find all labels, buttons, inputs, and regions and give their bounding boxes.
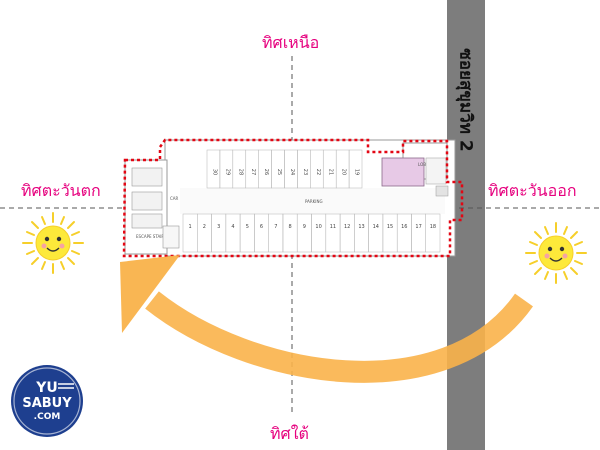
car-lift-box-1 (131, 167, 163, 187)
direction-north-label: ทิศเหนือ (262, 33, 320, 52)
parking-spot-number: 22 (315, 169, 321, 175)
car-lift-box-2 (131, 191, 163, 211)
parking-spot-number: 10 (315, 224, 321, 230)
parking-spot-number: 30 (212, 169, 218, 175)
parking-spot-number: 18 (430, 224, 436, 230)
parking-spot (348, 149, 363, 189)
parking-spot-number: 15 (387, 224, 393, 230)
parking-spot (425, 213, 441, 253)
direction-east-label: ทิศตะวันออก (488, 181, 577, 200)
stair-box (162, 225, 180, 249)
parking-spot-number: 1 (189, 224, 192, 230)
top-parking-row: 30 29 28 27 26 25 24 23 22 21 20 19 (206, 149, 363, 189)
parking-spot-number: 17 (415, 224, 421, 230)
direction-west-label: ทิศตะวันตก (21, 181, 101, 200)
stair-label: ESCAPE STAIR (136, 234, 164, 239)
parking-spot-number: 2 (203, 224, 206, 230)
parking-spot-number: 26 (263, 169, 269, 175)
lift-label: CAR LIFT (170, 196, 188, 201)
corner-block (435, 185, 449, 197)
parking-spot-number: 7 (274, 224, 277, 230)
sun-path-arrow (120, 255, 533, 383)
parking-spot-number: 13 (358, 224, 364, 230)
parking-spot-number: 29 (224, 169, 230, 175)
logo-line-1: YU (35, 380, 58, 396)
parking-spot-number: 23 (302, 169, 308, 175)
parking-spot-number: 24 (289, 169, 295, 175)
sun-west-icon (22, 212, 84, 274)
parking-spot-number: 12 (344, 224, 350, 230)
parking-aisle (180, 188, 445, 214)
lobby-label: LOBBY (418, 162, 432, 167)
parking-spot-number: 5 (246, 224, 249, 230)
aisle-label: PARKING (305, 199, 323, 204)
lobby-room (381, 157, 425, 187)
parking-spot-number: 21 (328, 169, 334, 175)
parking-spot-number: 3 (217, 224, 220, 230)
parking-spot-number: 20 (341, 169, 347, 175)
parking-spot-number: 14 (373, 224, 379, 230)
yusabuy-logo: YU SABUY .COM (11, 365, 83, 437)
parking-spot-number: 19 (354, 169, 360, 175)
parking-spot-number: 9 (303, 224, 306, 230)
parking-spot-number: 11 (330, 224, 336, 230)
parking-spot-number: 6 (260, 224, 263, 230)
parking-spot-number: 4 (231, 224, 234, 230)
parking-spot-number: 27 (250, 169, 256, 175)
sun-east-icon (525, 222, 587, 284)
car-lift-box-3 (131, 213, 163, 229)
direction-south-label: ทิศใต้ (270, 424, 309, 443)
parking-spot-number: 8 (289, 224, 292, 230)
parking-spot-number: 25 (276, 169, 282, 175)
parking-spot-number: 16 (401, 224, 407, 230)
service-room (425, 157, 447, 185)
logo-line-3: .COM (34, 412, 61, 422)
parking-spot-number: 28 (237, 169, 243, 175)
logo-line-2: SABUY (22, 396, 72, 411)
